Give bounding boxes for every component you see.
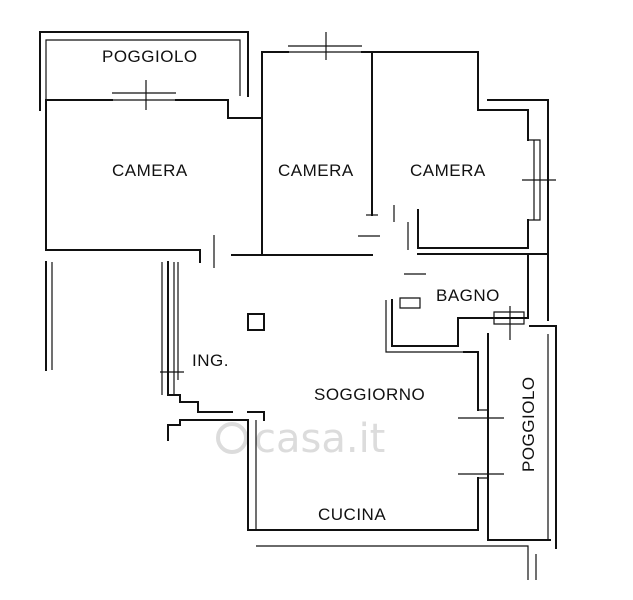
room-label-bagno: BAGNO <box>436 286 500 305</box>
room-label-ingresso: ING. <box>192 351 229 370</box>
outer-boundary <box>256 545 537 580</box>
room-label-poggiolo-top: POGGIOLO <box>102 47 198 66</box>
room-label-poggiolo-right: POGGIOLO <box>519 376 538 472</box>
bedroom-right-walls <box>371 51 556 321</box>
room-label-soggiorno: SOGGIORNO <box>314 385 425 404</box>
watermark: casa.it <box>216 416 385 462</box>
balcony-top <box>39 31 249 111</box>
room-label-camera-middle: CAMERA <box>278 161 354 180</box>
room-label-cucina: CUCINA <box>318 505 386 524</box>
watermark-text: casa.it <box>254 416 385 462</box>
living-walls <box>160 261 504 531</box>
bathroom-walls <box>385 253 549 353</box>
column-icon <box>247 313 265 331</box>
watermark-logo-icon <box>216 422 248 454</box>
room-label-camera-left: CAMERA <box>112 161 188 180</box>
balcony-right <box>487 325 557 549</box>
bedroom-left-walls <box>45 80 263 371</box>
room-label-camera-right: CAMERA <box>410 161 486 180</box>
bedroom-middle-walls <box>213 32 395 268</box>
